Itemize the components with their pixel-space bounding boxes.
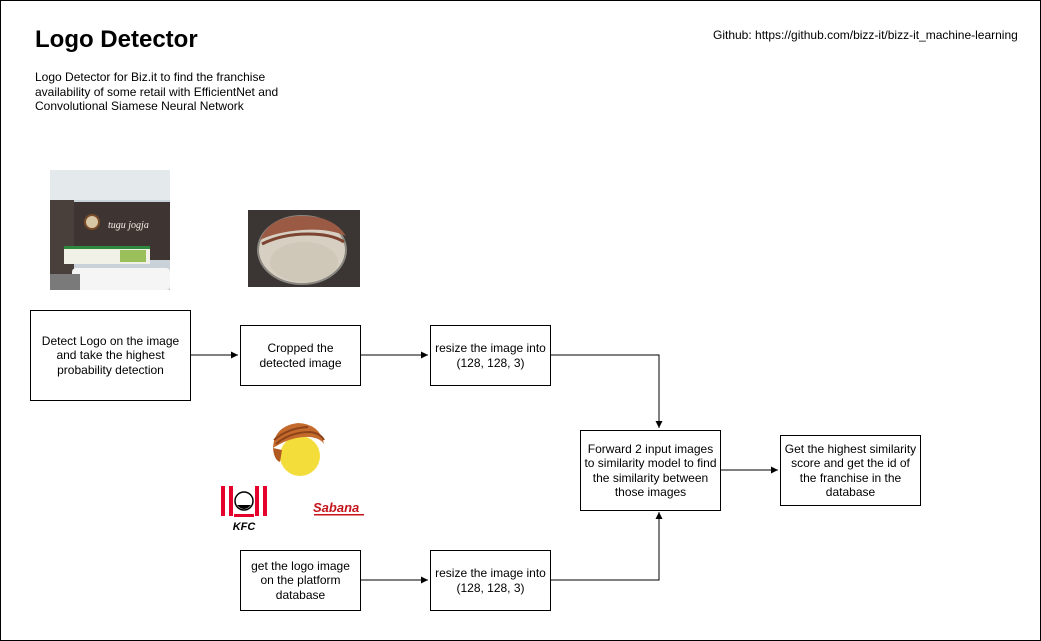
node-detect-logo-label: Detect Logo on the image and take the hi… — [41, 333, 180, 377]
tugu-jogja-logo-image — [273, 423, 325, 476]
arrow-resize-bottom-to-forward — [550, 512, 663, 581]
node-resize-bottom[interactable]: resize the image into (128, 128, 3) — [430, 550, 551, 611]
node-resize-top-label: resize the image into (128, 128, 3) — [435, 341, 546, 370]
node-forward[interactable]: Forward 2 input images to similarity mod… — [580, 430, 721, 511]
node-get-logo[interactable]: get the logo image on the platform datab… — [240, 550, 361, 611]
store-photo-image: tugu jogja — [50, 170, 170, 290]
page-description: Logo Detector for Biz.it to find the fra… — [35, 70, 279, 113]
node-crop[interactable]: Cropped the detected image — [240, 325, 361, 386]
node-highest[interactable]: Get the highest similarity score and get… — [780, 435, 921, 506]
kfc-logo-image: KFC — [220, 485, 268, 533]
github-link[interactable]: Github: https://github.com/bizz-it/bizz-… — [713, 28, 1018, 42]
node-forward-label: Forward 2 input images to similarity mod… — [584, 441, 717, 500]
cropped-logo-image — [248, 210, 360, 287]
node-resize-top[interactable]: resize the image into (128, 128, 3) — [430, 325, 551, 386]
node-detect-logo[interactable]: Detect Logo on the image and take the hi… — [30, 310, 191, 401]
page-title: Logo Detector — [35, 26, 198, 53]
kfc-logo-text: KFC — [233, 521, 257, 533]
store-sign-text: tugu jogja — [108, 220, 149, 231]
node-highest-label: Get the highest similarity score and get… — [784, 441, 917, 500]
node-crop-label: Cropped the detected image — [259, 341, 342, 370]
sabana-logo-text: Sabana — [313, 500, 359, 515]
node-resize-bottom-label: resize the image into (128, 128, 3) — [435, 566, 546, 595]
node-get-logo-label: get the logo image on the platform datab… — [251, 558, 350, 602]
arrow-resize-top-to-forward — [550, 354, 663, 428]
sabana-logo-image: Sabana — [313, 500, 364, 516]
